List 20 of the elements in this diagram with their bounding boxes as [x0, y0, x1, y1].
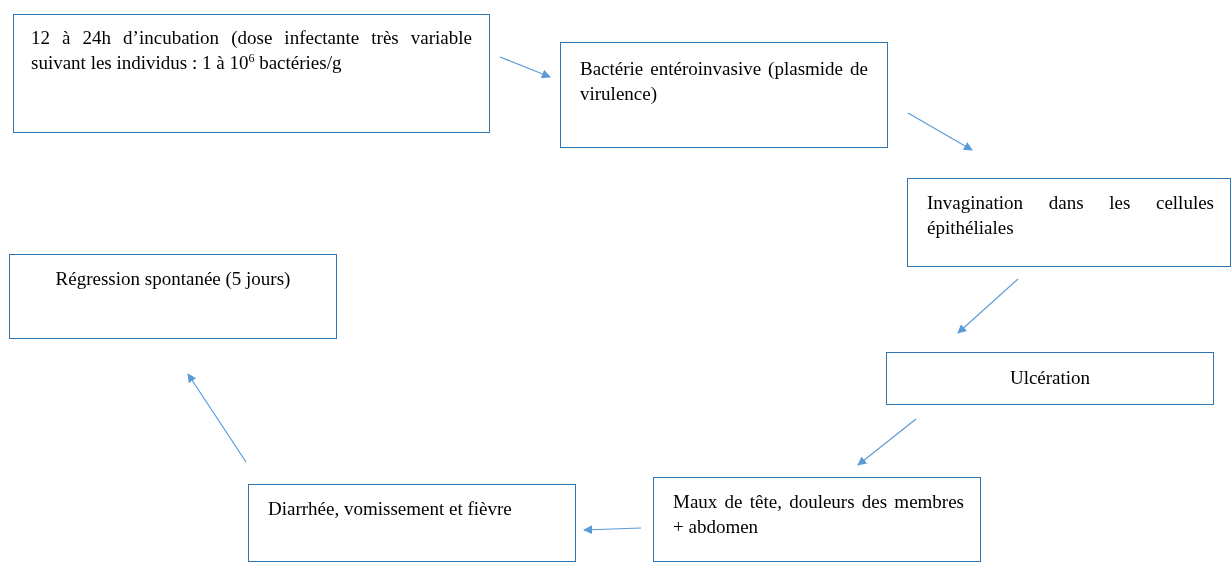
box-text: Diarrhée, vomissement et fièvre — [268, 497, 513, 521]
process-box — [248, 484, 576, 562]
box-text: 12 à 24h d’incubation (dose infectante très variable suivant les individus : 1 à 10$^{6}$ bactéries/g — [31, 26, 472, 75]
process-box — [13, 14, 490, 133]
process-box — [653, 477, 981, 562]
process-box — [907, 178, 1231, 267]
box-text: Bactérie entéroinvasive (plasmide de virulence) — [580, 57, 868, 106]
arrow — [957, 278, 1019, 334]
box-text: Régression spontanée (5 jours) — [54, 267, 292, 291]
process-box — [560, 42, 888, 148]
box-text: Maux de tête, douleurs des membres + abdomen — [673, 490, 964, 539]
arrow — [499, 56, 551, 79]
arrow — [187, 373, 247, 463]
box-text: Invagination dans les cellules épithéliales — [927, 191, 1214, 240]
process-box — [886, 352, 1214, 405]
box-text: Ulcération — [1008, 366, 1092, 390]
arrow — [857, 418, 917, 466]
arrow — [583, 525, 642, 535]
process-box — [9, 254, 337, 339]
arrow — [907, 112, 973, 151]
